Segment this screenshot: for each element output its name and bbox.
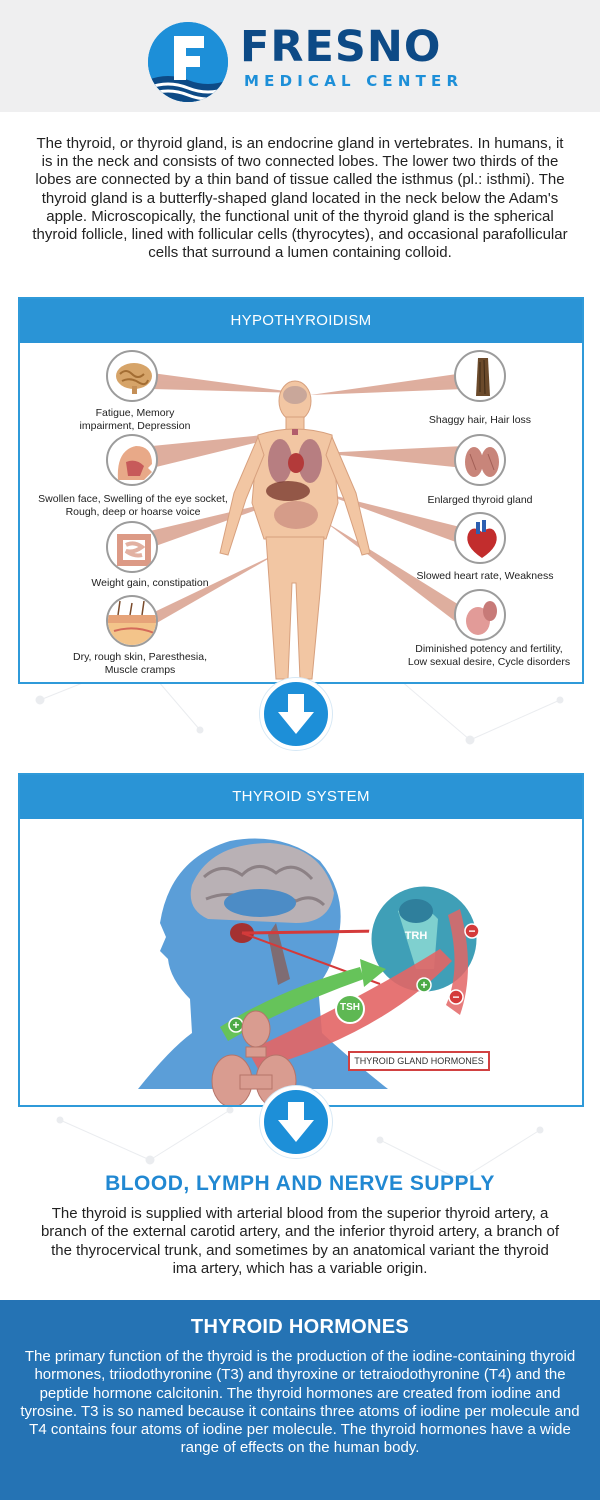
tsh-label: TSH — [340, 1002, 360, 1013]
hypothyroidism-panel: HYPOTHYROIDISM — [18, 297, 584, 684]
symptom-label-thyroid: Enlarged thyroid gland — [427, 494, 533, 506]
logo-icon — [148, 22, 228, 102]
intestine-icon — [106, 521, 158, 573]
thyroid-system-panel: THYROID SYSTEM — [18, 773, 584, 1107]
symptom-label-potency: Diminished potency and fertility,Low sex… — [407, 643, 571, 668]
panel-title: THYROID SYSTEM — [20, 775, 582, 819]
thyroid-gland-hormones-label: THYROID GLAND HORMONES — [348, 1051, 490, 1071]
hair-strand-icon — [454, 350, 506, 402]
minus-icon: − — [468, 924, 476, 938]
skin-icon — [106, 595, 158, 647]
symptom-label-dry-skin: Dry, rough skin, Paresthesia,Muscle cram… — [72, 651, 208, 676]
blood-supply-title: BLOOD, LYMPH AND NERVE SUPPLY — [105, 1172, 495, 1195]
symptom-label-weight-gain: Weight gain, constipation — [91, 577, 209, 589]
thyroid-system-illustration — [138, 838, 480, 1105]
minus-icon: − — [452, 990, 460, 1004]
thyroid-hormones-text: The primary function of the thyroid is t… — [20, 1348, 580, 1457]
blood-supply-text: The thyroid is supplied with arterial bl… — [40, 1205, 560, 1277]
reproductive-organ-icon — [454, 589, 506, 641]
symptom-label-heart: Slowed heart rate, Weakness — [416, 570, 554, 582]
plus-icon: + — [420, 978, 428, 992]
logo-subtitle: MEDICAL CENTER — [244, 72, 464, 90]
plus-icon: + — [232, 1018, 240, 1032]
down-arrow-icon — [260, 678, 332, 750]
panel-title: HYPOTHYROIDISM — [20, 299, 582, 343]
human-body-illustration — [148, 373, 464, 680]
symptom-label-hair-loss: Shaggy hair, Hair loss — [428, 414, 532, 426]
intro-paragraph: The thyroid, or thyroid gland, is an end… — [32, 135, 568, 262]
thyroid-gland-icon — [454, 434, 506, 486]
heart-icon — [454, 512, 506, 564]
brain-icon — [106, 350, 158, 402]
thyroid-hormones-title: THYROID HORMONES — [190, 1316, 410, 1338]
head-cross-section-icon — [106, 434, 158, 486]
logo-title: FRESNO — [240, 22, 442, 72]
symptom-label-swollen-face: Swollen face, Swelling of the eye socket… — [38, 493, 228, 518]
thyroid-hormones-section: THYROID HORMONES The primary function of… — [0, 1300, 600, 1500]
header: FRESNO MEDICAL CENTER — [0, 0, 600, 112]
trh-label: TRH — [404, 930, 428, 942]
down-arrow-icon — [260, 1086, 332, 1158]
